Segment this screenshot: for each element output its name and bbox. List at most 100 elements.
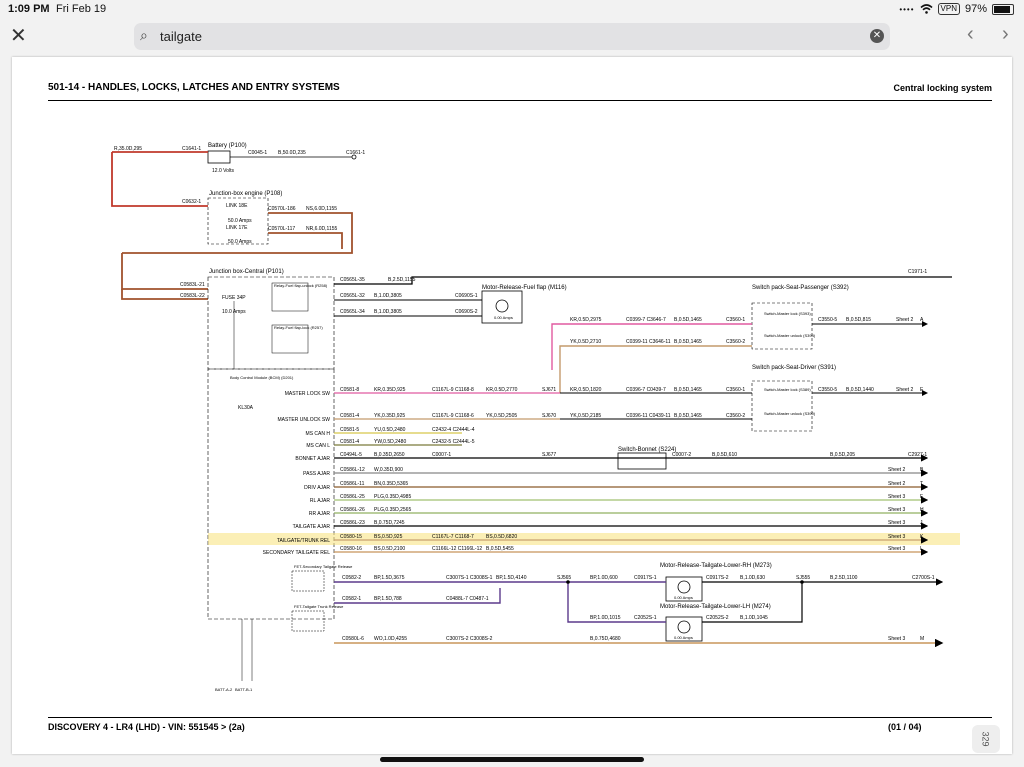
- wire-label: BP,1.0D,600: [590, 575, 618, 581]
- bcm-pin-label: BONNET AJAR: [295, 456, 330, 462]
- switch-label: Switch-Bonnet (S224): [618, 447, 676, 453]
- connector-label: C0565L-32: [340, 293, 365, 299]
- switch-label: Switch-Master unlock (S394): [764, 333, 816, 338]
- wiring-diagram: Battery (P100) 12.0 Volts R,35.0D,295 C1…: [111, 143, 960, 692]
- wire-row-label: K: [920, 534, 924, 540]
- wire-label: B,0.5D,1465: [674, 317, 702, 323]
- wire-label: B,1.0D,3805: [374, 293, 402, 299]
- page-header-section: Central locking system: [893, 83, 992, 93]
- page-number: 329: [981, 731, 991, 747]
- connector-label: C3007S-2 C3008S-2: [446, 636, 493, 642]
- bcm-module: Body Control Module (BCM) (D201) KL30A: [207, 368, 335, 620]
- switch-label: Switch-Master unlock (S390): [764, 411, 816, 416]
- document-page: 501-14 - HANDLES, LOCKS, LATCHES AND ENT…: [12, 57, 1012, 754]
- wire-row-label: C0586L-12: [340, 467, 365, 473]
- connector-label: C0570L-117: [268, 226, 295, 232]
- wire-row-label: C1167L-9 C1168-8: [432, 387, 474, 393]
- search-query[interactable]: tailgate: [160, 29, 202, 44]
- wire-row-label: B,0.75D,7245: [374, 520, 405, 526]
- wire-label: B,2.5D,1155: [388, 277, 416, 283]
- sheet-label: Sheet 2: [896, 317, 913, 323]
- wire-row-label: C0586L-26: [340, 507, 365, 513]
- wire-label: B,0.5D,1465: [674, 339, 702, 345]
- fuse-label: FUSE 34P: [222, 295, 246, 301]
- switch-label: Switch-Master lock (S393): [764, 311, 811, 316]
- bcm-pin-label: TAILGATE/TRUNK REL: [277, 538, 330, 544]
- bcm-pin-label: RL AJAR: [310, 498, 330, 504]
- wire-label: R,35.0D,295: [114, 146, 142, 152]
- wire-row-label: KR,0.5D,2770: [486, 387, 518, 393]
- connector-label: C0632-1: [182, 199, 201, 205]
- wire-row-label: B: [920, 467, 924, 473]
- wire-row-label: PLG,0.35D,2565: [374, 507, 411, 513]
- wire-row-label: C0580-15: [340, 534, 362, 540]
- search-highlight: [208, 533, 960, 545]
- connector-label: C0488L-7 C0487-1: [446, 596, 489, 602]
- wire-label: B,0.5D,1465: [674, 413, 702, 419]
- wire-label: BP,1.5D,4140: [496, 575, 527, 581]
- wire-label: B,0.5D,1465: [674, 387, 702, 393]
- wire-label: NR,6.0D,1155: [306, 226, 338, 232]
- fet-tailgate-release: FET-Tailgate Trunk Release: [291, 604, 344, 632]
- search-icon: ⌕: [140, 27, 148, 43]
- wire-row-label: C0581-4: [340, 413, 359, 419]
- fet-label: FET-Tailgate Trunk Release: [294, 604, 344, 609]
- wire-row-label: C2432-5 C2444L-5: [432, 439, 475, 445]
- wire-label: NS,6.0D,1155: [306, 206, 337, 212]
- sheet-end-label: M: [920, 636, 924, 642]
- previous-result-icon[interactable]: ‹: [967, 23, 974, 45]
- link-amps: 50.0 Amps: [228, 239, 252, 245]
- wire-row-label: B,0.5D,610: [712, 452, 737, 458]
- wire-row-label: B,0.5D,205: [830, 452, 855, 458]
- home-indicator[interactable]: [380, 757, 644, 762]
- wire-row-label: Sheet 2: [888, 481, 905, 487]
- fet-label: FET-Secondary Tailgate Release: [294, 564, 353, 569]
- wire-row-label: C0007-2: [672, 452, 691, 458]
- wire-label: B,0.5D,1440: [846, 387, 874, 393]
- sheet-end-label: E: [920, 387, 924, 393]
- fet-secondary-release: FET-Secondary Tailgate Release: [291, 564, 353, 592]
- connector-label: C3550-5: [818, 317, 837, 323]
- wire-row-label: BS,0.5D,6820: [486, 534, 517, 540]
- wire-row-label: J: [920, 520, 923, 526]
- motor-label: Motor-Release-Tailgate-Lower-RH (M273): [660, 563, 772, 569]
- wire-row-label: BS,0.5D,925: [374, 534, 403, 540]
- next-result-icon[interactable]: ›: [1002, 23, 1009, 45]
- connector-label: C1661-1: [346, 150, 365, 156]
- connector-label: C0917S-1: [634, 575, 657, 581]
- wire-row-label: Sheet 2: [888, 467, 905, 473]
- connector-label: C2052S-1: [634, 615, 657, 621]
- connector-label: C0582-1: [342, 596, 361, 602]
- close-icon[interactable]: ✕: [10, 25, 27, 47]
- link-label: LINK 17E: [226, 225, 248, 231]
- wire-label: YK,0.5D,2710: [570, 339, 601, 345]
- search-field[interactable]: ⌕ tailgate ✕: [134, 23, 890, 50]
- battery-component: Battery (P100) 12.0 Volts: [207, 143, 247, 174]
- wire-label: B,1.0D,1045: [740, 615, 768, 621]
- connector-label: C0583L-22: [180, 293, 205, 299]
- relay-label: Relay-Fuel flap-lock (R257): [274, 325, 323, 330]
- wire-row-label: KR,0.35D,925: [374, 387, 406, 393]
- jbox-engine-label: Junction-box engine (P108): [209, 191, 282, 197]
- page-footer-vehicle: DISCOVERY 4 - LR4 (LHD) - VIN: 551545 > …: [48, 722, 245, 732]
- bcm-pin-label: RR AJAR: [309, 511, 331, 517]
- junction-box-engine: Junction-box engine (P108) LINK 18E 50.0…: [207, 191, 282, 245]
- wire-row-label: YU,0.5D,2480: [374, 427, 406, 433]
- relay-label: Relay-Fuel flap-unlock (R258): [274, 283, 328, 288]
- bonnet-switch: Switch-Bonnet (S224): [617, 447, 676, 470]
- connector-label: C2052S-2: [706, 615, 729, 621]
- connector-label: C0045-1: [248, 150, 267, 156]
- wire-row-label: C0581-8: [340, 387, 359, 393]
- tailgate-motor-rh: Motor-Release-Tailgate-Lower-RH (M273) 0…: [660, 563, 772, 602]
- motor-label: Motor-Release-Fuel flap (M116): [482, 285, 567, 291]
- battery-label: Battery (P100): [208, 143, 247, 149]
- clear-search-icon[interactable]: ✕: [870, 29, 884, 43]
- wire-row-label: Sheet 3: [888, 520, 905, 526]
- connector-label: C3560-2: [726, 339, 745, 345]
- wire-row-label: C0494L-5: [340, 452, 362, 458]
- wire-row-label: C0581-4: [340, 439, 359, 445]
- header-rule: [48, 100, 992, 101]
- sheet-label: Sheet 2: [896, 387, 913, 393]
- connector-label: C0690S-2: [455, 309, 478, 315]
- wire-row-label: BN,0.35D,5365: [374, 481, 408, 487]
